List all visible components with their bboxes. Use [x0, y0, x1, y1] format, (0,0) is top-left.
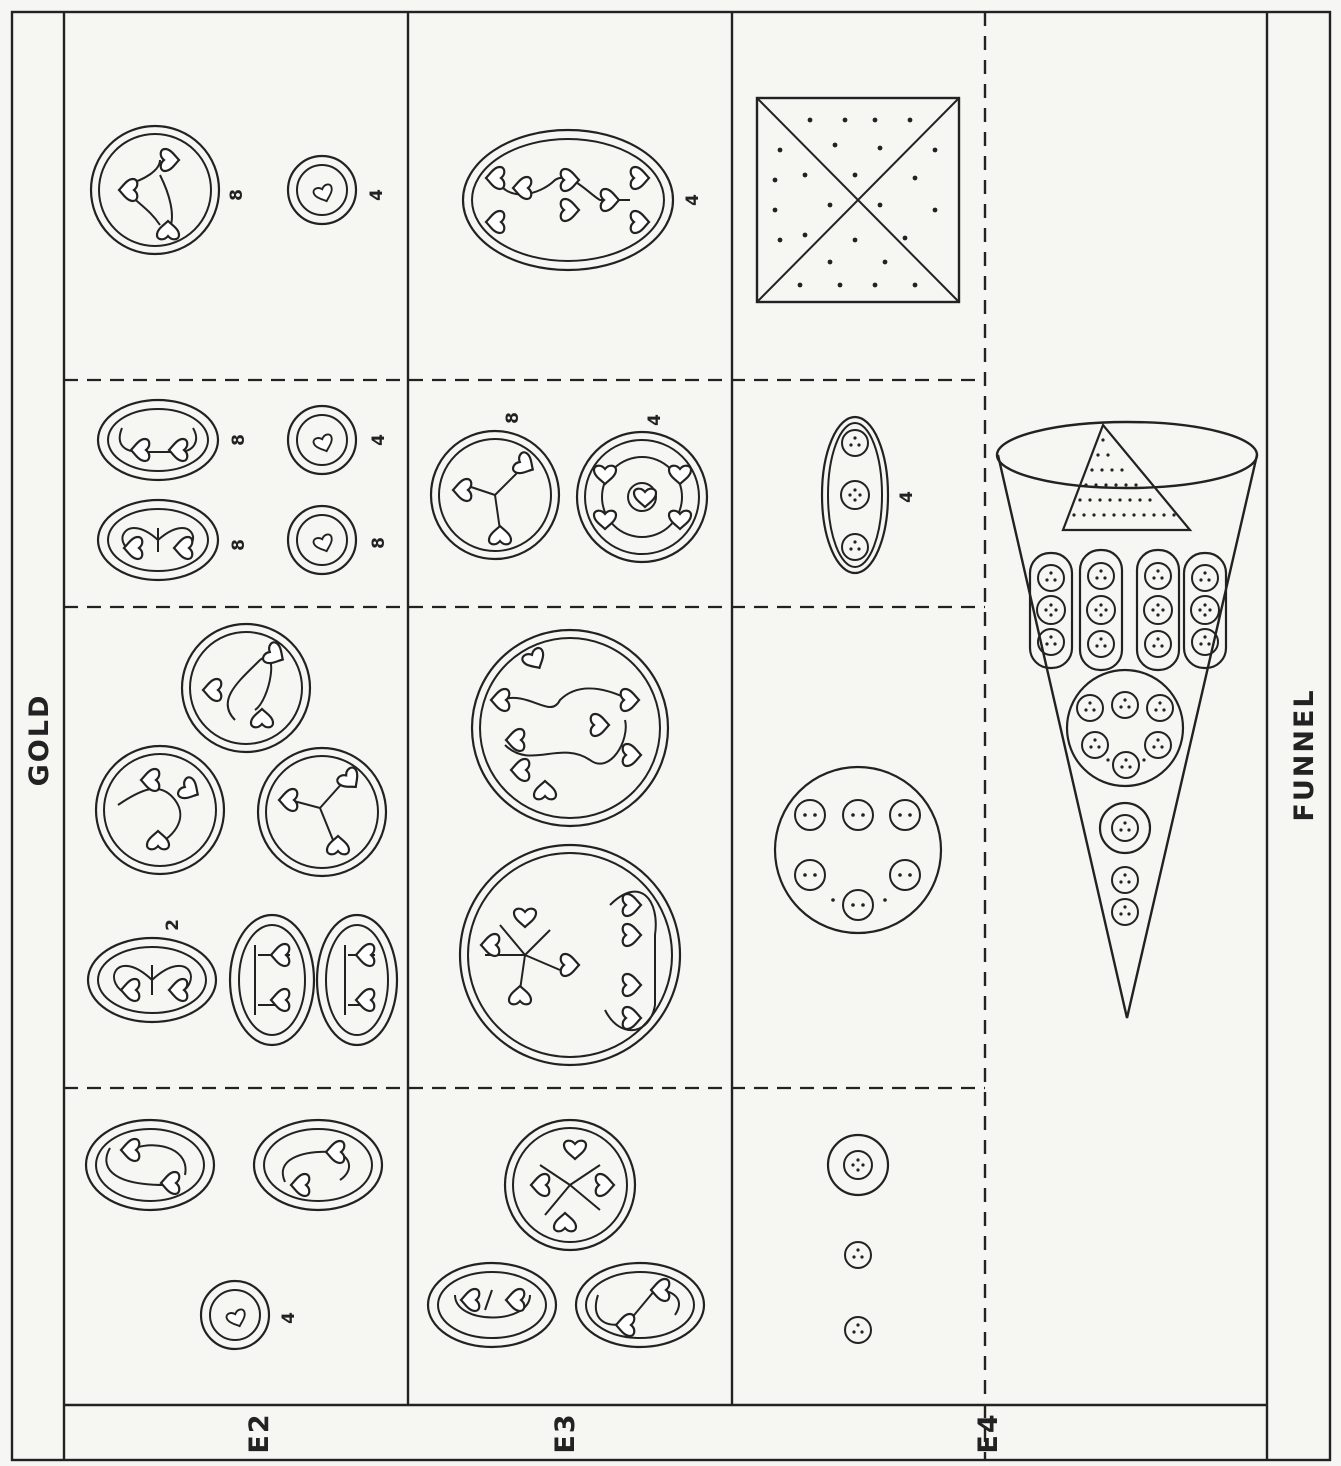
count-number: 4	[369, 434, 389, 446]
e4-column-b	[775, 767, 941, 933]
e2-column-d	[91, 126, 356, 254]
e3-column-b	[460, 630, 680, 1065]
count-number: 4	[367, 189, 387, 201]
row-label-e2: E2	[244, 1412, 275, 1453]
count-number: 8	[229, 539, 249, 551]
e3-column-a	[428, 1120, 704, 1347]
gold-label: GOLD	[24, 694, 55, 787]
count-number: 8	[229, 434, 249, 446]
funnel-label: FUNNEL	[1289, 688, 1320, 821]
row-label-e3: E3	[550, 1412, 581, 1453]
count-number: 8	[369, 537, 389, 549]
count-number: 4	[279, 1312, 299, 1324]
e2-column-b	[88, 624, 397, 1045]
count-number: 4	[645, 414, 665, 426]
count-number: 4	[683, 194, 703, 206]
count-number: 4	[897, 491, 917, 503]
count-number: 8	[227, 189, 247, 201]
e2-column-a	[86, 1120, 382, 1349]
e3-column-c	[431, 431, 707, 562]
row-label-e4: E4	[973, 1412, 1004, 1453]
count-number: 2	[163, 919, 183, 931]
e4-column-a	[828, 1135, 888, 1343]
e4-column-d	[757, 98, 959, 302]
funnel	[997, 422, 1257, 1018]
e3-column-d	[463, 130, 673, 270]
e2-column-c	[98, 400, 356, 580]
count-number: 8	[503, 412, 523, 424]
outer-frame	[12, 12, 1330, 1460]
e4-column-c	[822, 417, 888, 573]
